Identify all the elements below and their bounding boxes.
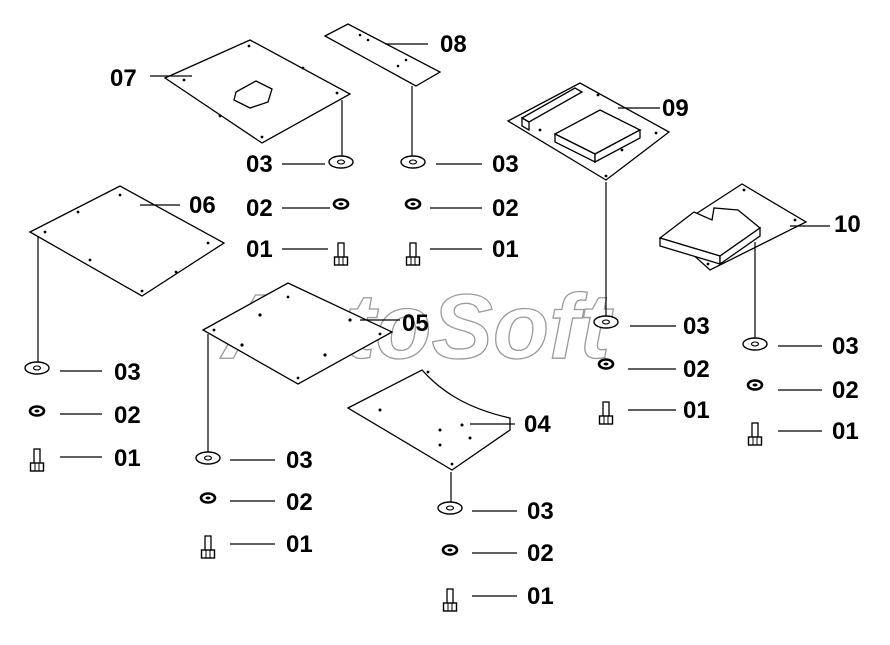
label-06: 06 xyxy=(189,192,216,219)
label-01-c: 01 xyxy=(683,397,710,424)
label-03-a: 03 xyxy=(246,151,273,178)
fastener-stack-05 xyxy=(195,451,275,559)
label-02-g: 02 xyxy=(527,540,554,567)
label-09: 09 xyxy=(662,95,689,122)
plate-09 xyxy=(506,82,671,318)
plate-06 xyxy=(28,185,226,364)
label-08: 08 xyxy=(440,31,467,58)
fastener-stack-07 xyxy=(282,155,354,266)
plate-08 xyxy=(323,23,442,160)
label-01-e: 01 xyxy=(832,418,859,445)
label-03-b: 03 xyxy=(492,151,519,178)
plate-05 xyxy=(201,282,400,454)
fastener-stack-09 xyxy=(593,315,676,425)
label-01-b: 01 xyxy=(492,236,519,263)
fastener-stack-10 xyxy=(742,337,822,446)
label-03-g: 03 xyxy=(527,498,554,525)
label-01-f: 01 xyxy=(286,531,313,558)
fastener-stack-06 xyxy=(24,361,102,472)
label-02-b: 02 xyxy=(492,195,519,222)
label-02-f: 02 xyxy=(286,489,313,516)
label-01-g: 01 xyxy=(527,583,554,610)
label-04: 04 xyxy=(524,411,551,438)
label-02-a: 02 xyxy=(246,195,273,222)
label-10: 10 xyxy=(834,211,861,238)
label-01-d: 01 xyxy=(114,445,141,472)
label-03-e: 03 xyxy=(832,333,859,360)
label-02-c: 02 xyxy=(683,356,710,383)
plate-04 xyxy=(346,369,515,505)
label-05: 05 xyxy=(402,310,429,337)
label-03-c: 03 xyxy=(683,313,710,340)
label-01-a: 01 xyxy=(246,236,273,263)
label-03-f: 03 xyxy=(286,447,313,474)
label-02-d: 02 xyxy=(114,402,141,429)
label-02-e: 02 xyxy=(832,377,859,404)
plate-10 xyxy=(658,183,830,340)
plate-07 xyxy=(150,39,352,160)
fastener-stack-08 xyxy=(400,155,482,266)
label-03-d: 03 xyxy=(114,359,141,386)
label-07: 07 xyxy=(110,65,137,92)
fastener-stack-04 xyxy=(437,501,517,612)
